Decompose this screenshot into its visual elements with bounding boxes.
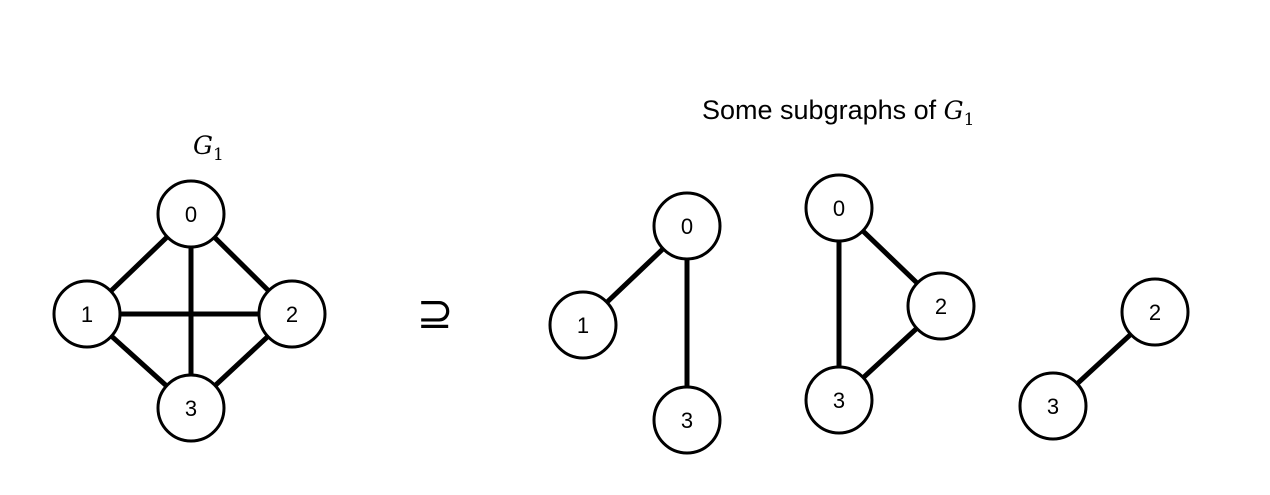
subgraph-1-node-0-label: 0	[681, 214, 693, 239]
subgraph-2-nodes: 0 2 3	[804, 173, 976, 435]
subgraph-3-node-2-circle	[1120, 277, 1190, 347]
main-node-3-label: 3	[185, 396, 197, 421]
subgraph-1-node-1: 1	[548, 290, 618, 360]
main-node-1-label: 1	[81, 302, 93, 327]
subgraph-3-nodes: 23	[1018, 277, 1190, 441]
main-node-2-label: 2	[286, 302, 298, 327]
subgraph-3-node-2: 2	[1120, 277, 1190, 347]
subgraph-1-node-3-label: 3	[681, 408, 693, 433]
subgraph-1-node-0: 0	[652, 191, 722, 261]
subgraph-2-node-3: 3	[804, 365, 874, 435]
superset-symbol: ⊇	[417, 288, 454, 339]
subgraph-3-node-3: 3	[1018, 371, 1088, 441]
subgraph-2-node-2-circle	[906, 271, 976, 341]
subgraph-2-node-0: 0	[804, 173, 874, 243]
subgraph-1-node-0-circle	[652, 191, 722, 261]
subgraph-2-node-2-label: 2	[935, 294, 947, 319]
main-node-0-circle	[156, 179, 226, 249]
main-node-1-circle	[52, 279, 122, 349]
main-node-3-circle	[156, 373, 226, 443]
subgraphs-title: Some subgraphs of G1	[702, 95, 974, 130]
subgraph-2: 0 2 3	[804, 173, 976, 435]
subgraph-2-node-0-circle	[804, 173, 874, 243]
main-node-2-circle	[257, 279, 327, 349]
main-node-0-label: 0	[185, 202, 197, 227]
subgraph-2-node-0-label: 0	[833, 196, 845, 221]
subgraph-3: 23	[1018, 277, 1190, 441]
subgraph-1-node-3-circle	[652, 385, 722, 455]
main-node-1: 1	[52, 279, 122, 349]
subgraph-1-node-1-circle	[548, 290, 618, 360]
main-graph-title: G1	[193, 131, 224, 165]
subgraph-2-node-3-circle	[804, 365, 874, 435]
subgraph-2-node-3-label: 3	[833, 388, 845, 413]
main-node-0: 0	[156, 179, 226, 249]
subgraph-3-node-3-circle	[1018, 371, 1088, 441]
subgraph-3-node-2-label: 2	[1149, 300, 1161, 325]
main-node-2: 2	[257, 279, 327, 349]
subgraph-1-nodes: 0 1 3	[548, 191, 722, 455]
subgraph-1-node-1-label: 1	[577, 313, 589, 338]
subgraph-3-node-3-label: 3	[1047, 394, 1059, 419]
main-node-3: 3	[156, 373, 226, 443]
subgraph-1: 0 1 3	[548, 191, 722, 455]
main-graph-nodes: 0 1 2 3	[52, 179, 327, 443]
subgraph-1-node-3: 3	[652, 385, 722, 455]
subgraph-2-node-2: 2	[906, 271, 976, 341]
